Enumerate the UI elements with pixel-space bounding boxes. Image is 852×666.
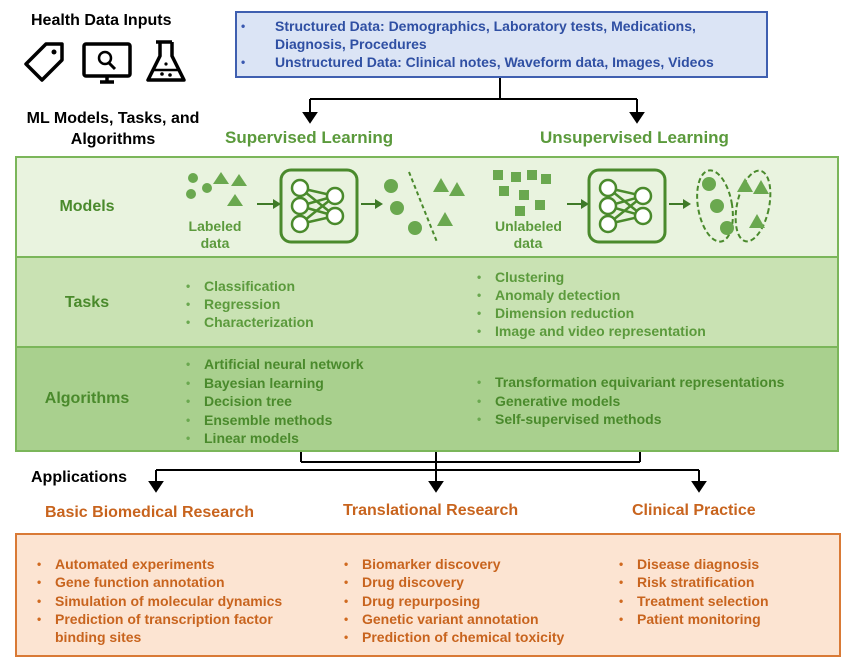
list-item: Prediction of transcription factor bindi… (33, 610, 325, 647)
applications-heading: Applications (31, 469, 128, 486)
basic-research-list: Automated experiments Gene function anno… (33, 555, 325, 646)
list-item: Clustering (473, 268, 706, 286)
list-item: Gene function annotation (33, 573, 325, 592)
unsupervised-tasks-list: Clustering Anomaly detection Dimension r… (473, 268, 706, 340)
labeled-data-triangle (227, 194, 243, 206)
structured-data-item: Structured Data: Demographics, Laborator… (237, 17, 766, 53)
health-data-inputs-title: Health Data Inputs (31, 12, 172, 29)
labeled-data-point (188, 173, 198, 183)
list-item: Drug discovery (340, 573, 564, 592)
list-item: Regression (182, 295, 314, 313)
translational-research-title: Translational Research (343, 502, 519, 519)
neural-network-icon (587, 168, 667, 244)
list-item: Ensemble methods (182, 411, 363, 430)
list-item: Treatment selection (615, 592, 769, 611)
list-item: Drug repurposing (340, 592, 564, 611)
labeled-data-label: Labeled data (188, 218, 242, 251)
list-item: Bayesian learning (182, 374, 363, 393)
unsupervised-learning-label: Unsupervised Learning (540, 128, 729, 147)
supervised-model-illustration (186, 168, 465, 244)
flask-icon (146, 40, 186, 82)
applications-box: Automated experiments Gene function anno… (15, 533, 841, 657)
supervised-algorithms-list: Artificial neural network Bayesian learn… (182, 355, 363, 448)
list-item: Disease diagnosis (615, 555, 769, 574)
supervised-tasks-list: Classification Regression Characterizati… (182, 277, 314, 331)
input-icons (24, 40, 186, 84)
monitor-search-icon (82, 42, 132, 84)
labeled-data-triangle (213, 172, 229, 184)
list-item: Anomaly detection (473, 286, 706, 304)
labeled-data-triangle (231, 174, 247, 186)
list-item: Patient monitoring (615, 610, 769, 629)
list-item: Generative models (473, 392, 784, 411)
unsupervised-model-illustration (493, 168, 772, 244)
supervised-learning-label: Supervised Learning (225, 128, 394, 147)
unsupervised-algorithms-list: Transformation equivariant representatio… (473, 373, 784, 429)
tasks-row-label: Tasks (64, 294, 110, 311)
unlabeled-data-label: Unlabeled data (495, 218, 562, 251)
tag-icon (24, 42, 64, 82)
inputs-connector (302, 78, 645, 124)
algorithms-row-label: Algorithms (44, 390, 130, 407)
tasks-band: Tasks Classification Regression Characte… (15, 256, 839, 348)
list-item: Characterization (182, 313, 314, 331)
list-item: Genetic variant annotation (340, 610, 564, 629)
list-item: Decision tree (182, 392, 363, 411)
translational-research-list: Biomarker discovery Drug discovery Drug … (340, 555, 564, 647)
list-item: Self-supervised methods (473, 410, 784, 429)
models-row-label: Models (59, 198, 115, 215)
clinical-practice-title: Clinical Practice (632, 502, 756, 519)
list-item: Simulation of molecular dynamics (33, 592, 325, 611)
list-item: Prediction of chemical toxicity (340, 628, 564, 647)
unstructured-data-item: Unstructured Data: Clinical notes, Wavef… (237, 53, 766, 71)
list-item: Linear models (182, 429, 363, 448)
list-item: Artificial neural network (182, 355, 363, 374)
list-item: Biomarker discovery (340, 555, 564, 574)
labeled-data-point (202, 183, 212, 193)
list-item: Automated experiments (33, 555, 325, 574)
labeled-data-point (186, 189, 196, 199)
list-item: Risk stratification (615, 573, 769, 592)
list-item: Transformation equivariant representatio… (473, 373, 784, 392)
basic-research-title: Basic Biomedical Research (45, 504, 254, 521)
clinical-practice-list: Disease diagnosis Risk stratification Tr… (615, 555, 769, 628)
neural-network-icon (279, 168, 359, 244)
list-item: Classification (182, 277, 314, 295)
algorithms-band: Algorithms Artificial neural network Bay… (15, 346, 839, 452)
list-item: Dimension reduction (473, 304, 706, 322)
data-inputs-box: Structured Data: Demographics, Laborator… (235, 11, 768, 78)
ml-heading: ML Models, Tasks, and Algorithms (26, 110, 200, 148)
applications-connector (148, 452, 707, 493)
models-band: Models (15, 156, 839, 258)
list-item: Image and video representation (473, 322, 706, 340)
